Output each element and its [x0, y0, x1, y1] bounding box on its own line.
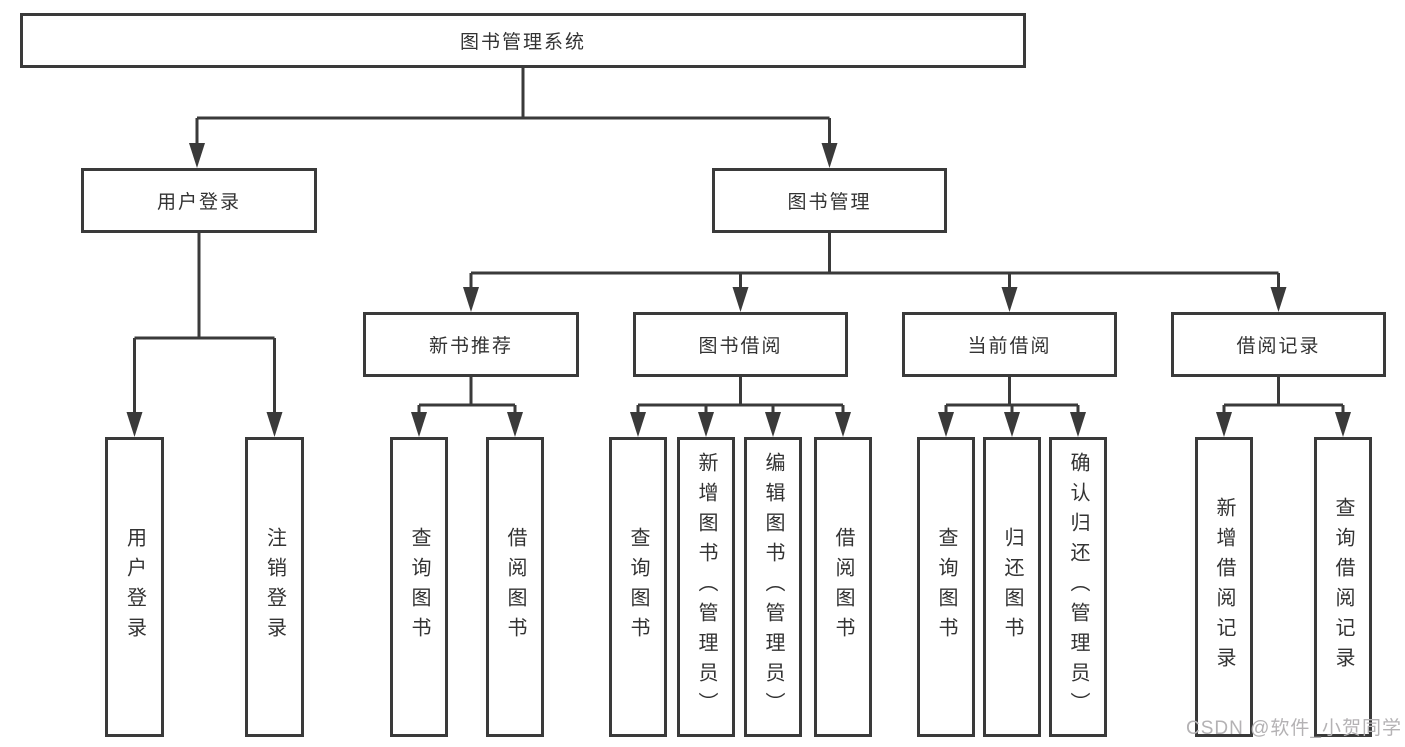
leaf-borrow-books-recommend-label: 借阅图书: [504, 527, 526, 647]
leaf-query-borrow-record-label: 查询借阅记录: [1332, 497, 1354, 677]
leaf-query-books-borrowing-label: 查询图书: [627, 527, 649, 647]
leaf-user-login: 用户登录: [105, 437, 164, 737]
leaf-return-books: 归还图书: [983, 437, 1041, 737]
leaf-logout-login: 注销登录: [245, 437, 304, 737]
leaf-add-borrow-record-label: 新增借阅记录: [1213, 497, 1235, 677]
node-user-login: 用户登录: [81, 168, 317, 233]
leaf-query-books-borrowing: 查询图书: [609, 437, 667, 737]
watermark-text: CSDN @软件_小贺同学: [1186, 718, 1402, 739]
leaf-add-books-admin: 新增图书（管理员）: [677, 437, 735, 737]
node-borrowing-records: 借阅记录: [1171, 312, 1386, 377]
leaf-add-books-admin-label: 新增图书（管理员）: [695, 452, 717, 722]
leaf-logout-login-label: 注销登录: [263, 527, 286, 647]
leaf-query-books-current-label: 查询图书: [935, 527, 957, 647]
arrowheads: [126, 143, 1351, 437]
leaf-borrow-books-recommend: 借阅图书: [486, 437, 544, 737]
leaf-edit-books-admin-label: 编辑图书（管理员）: [762, 452, 784, 722]
leaf-query-books-current: 查询图书: [917, 437, 975, 737]
node-library-management-system: 图书管理系统: [20, 13, 1026, 68]
node-book-borrowing: 图书借阅: [633, 312, 848, 377]
node-current-borrowing: 当前借阅: [902, 312, 1117, 377]
leaf-query-books-recommend: 查询图书: [390, 437, 448, 737]
leaf-query-borrow-record: 查询借阅记录: [1314, 437, 1372, 737]
node-new-book-recommendation: 新书推荐: [363, 312, 579, 377]
leaf-return-books-label: 归还图书: [1001, 527, 1023, 647]
leaf-borrow-books-borrowing-label: 借阅图书: [832, 527, 854, 647]
leaf-edit-books-admin: 编辑图书（管理员）: [744, 437, 802, 737]
leaf-add-borrow-record: 新增借阅记录: [1195, 437, 1253, 737]
leaf-confirm-return-admin-label: 确认归还（管理员）: [1067, 452, 1089, 722]
node-book-management: 图书管理: [712, 168, 947, 233]
leaf-query-books-recommend-label: 查询图书: [408, 527, 430, 647]
leaf-borrow-books-borrowing: 借阅图书: [814, 437, 872, 737]
leaf-confirm-return-admin: 确认归还（管理员）: [1049, 437, 1107, 737]
leaf-user-login-label: 用户登录: [123, 527, 146, 647]
